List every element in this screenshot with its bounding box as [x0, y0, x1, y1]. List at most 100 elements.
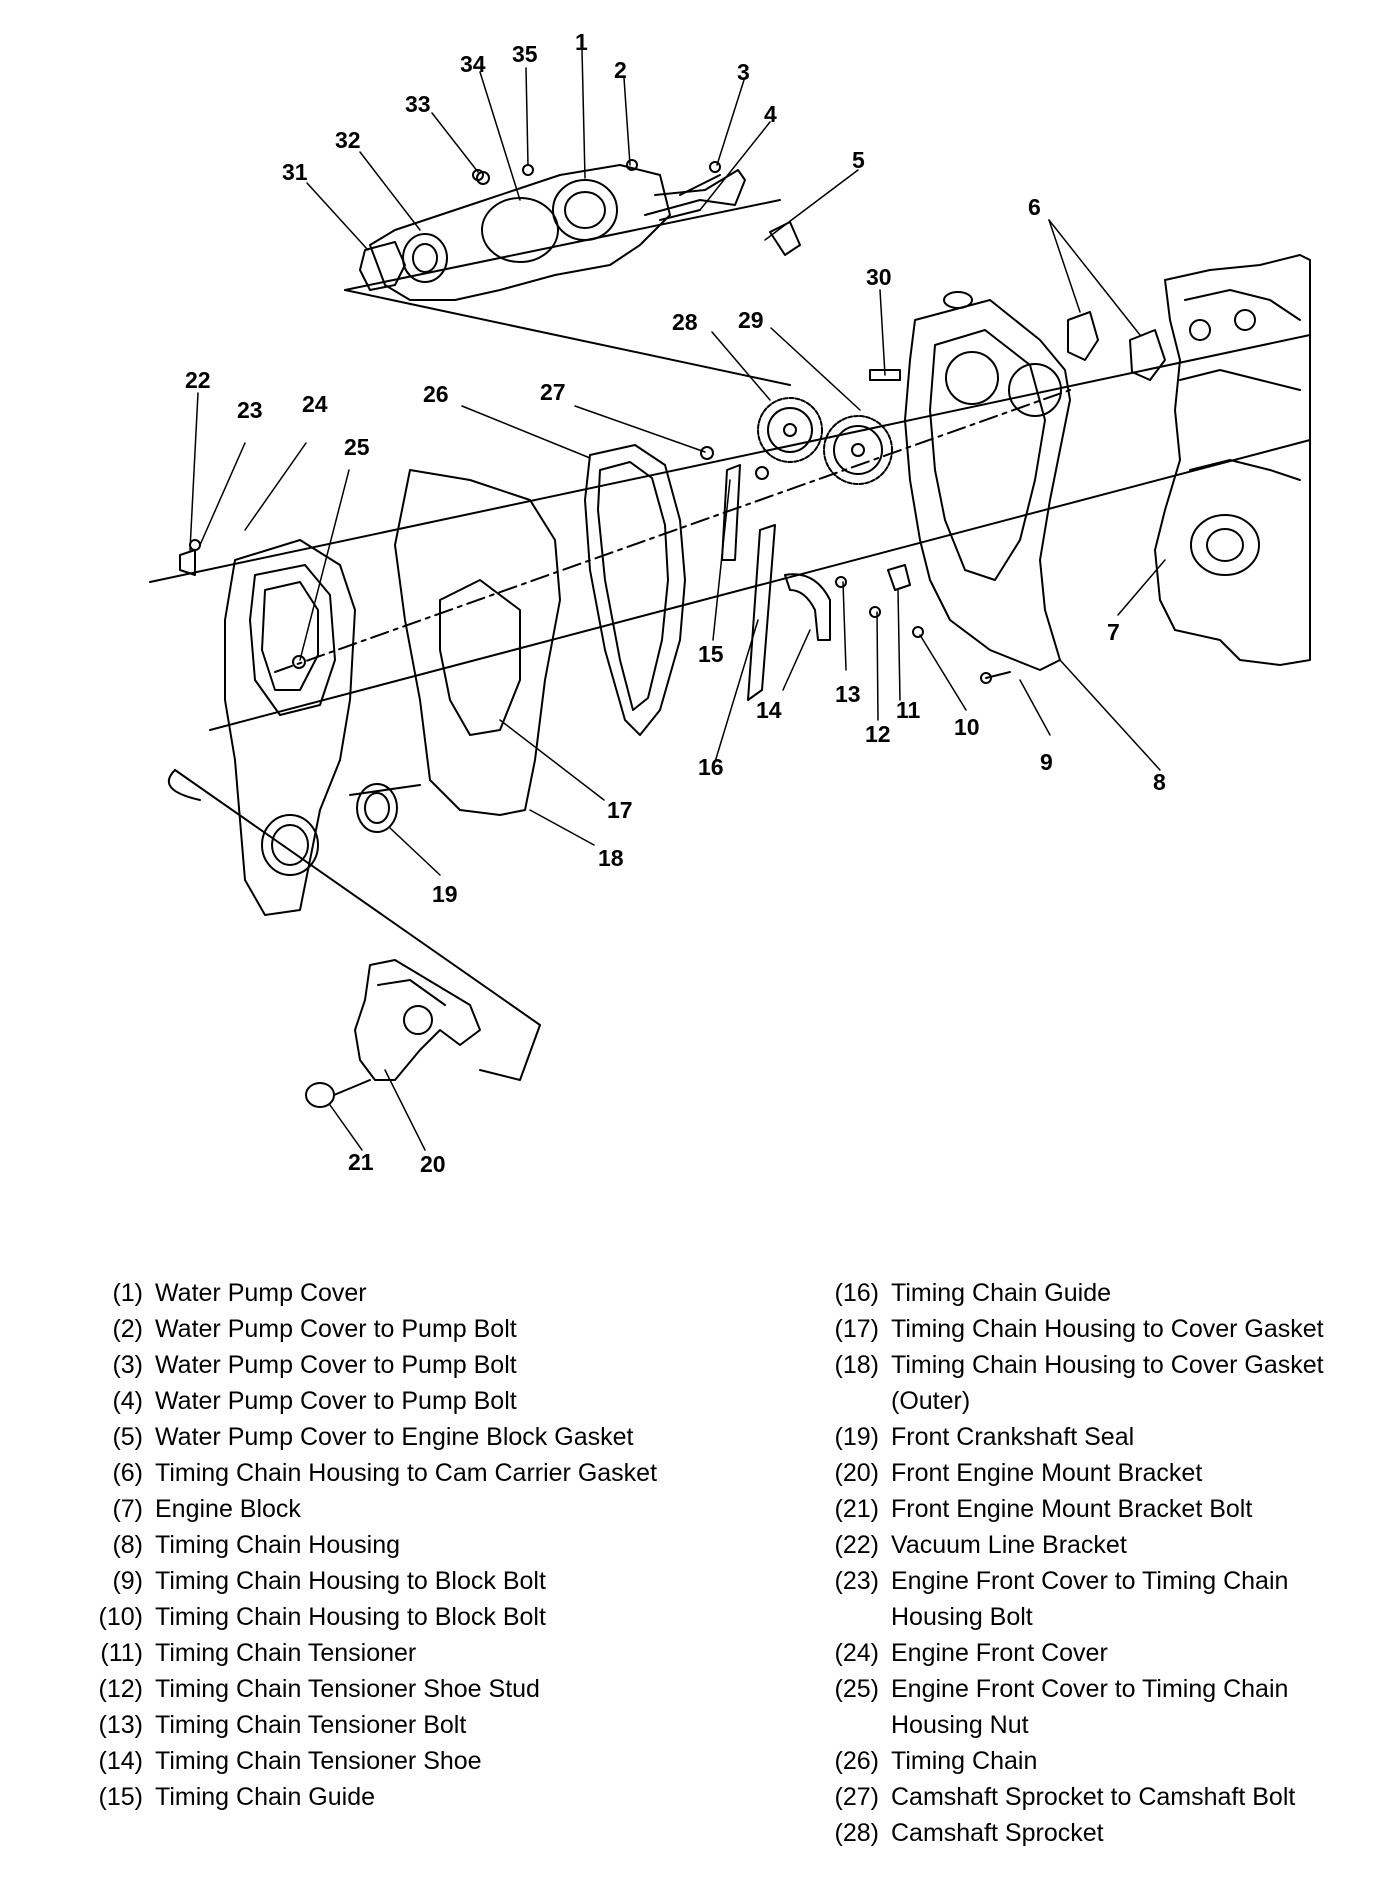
- legend-item-number: (25): [834, 1675, 879, 1703]
- legend-item-label: Front Engine Mount Bracket: [891, 1459, 1203, 1487]
- legend-item: (11) Timing Chain Tensioner: [70, 1635, 730, 1671]
- legend-item-label: Timing Chain Tensioner Bolt: [155, 1711, 467, 1739]
- legend-item-label: Engine Front Cover: [891, 1639, 1108, 1667]
- timing-chain: [584, 444, 686, 736]
- legend-item: (26) Timing Chain: [806, 1743, 1386, 1779]
- legend-item: (22) Vacuum Line Bracket: [806, 1527, 1386, 1563]
- legend-item-label: Timing Chain Housing to Cover Gasket: [891, 1315, 1324, 1343]
- legend-item-label: Timing Chain Housing to Cover Gasket (Ou…: [891, 1351, 1324, 1415]
- callout-29: 29: [738, 307, 764, 333]
- legend-item: (18) Timing Chain Housing to Cover Gasket…: [806, 1347, 1386, 1419]
- legend-item: (17)Timing Chain Housing to Cover Gasket: [806, 1311, 1386, 1347]
- callout-30: 30: [866, 264, 892, 290]
- callout-3: 3: [737, 59, 750, 85]
- legend-item-label: Water Pump Cover to Engine Block Gasket: [155, 1423, 634, 1451]
- legend-item: (20)Front Engine Mount Bracket: [806, 1455, 1386, 1491]
- legend-item-number: (15): [98, 1783, 143, 1811]
- alignment-lines: [149, 199, 1311, 1081]
- legend-item-label: Timing Chain Housing to Block Bolt: [155, 1567, 546, 1595]
- legend-item-number: (27): [834, 1783, 879, 1811]
- legend-item: (4) Water Pump Cover to Pump Bolt: [70, 1383, 730, 1419]
- callout-28: 28: [672, 309, 698, 335]
- legend-item-label: Water Pump Cover to Pump Bolt: [155, 1387, 517, 1415]
- legend-item-number: (19): [834, 1423, 879, 1451]
- legend-item-number: (10): [98, 1603, 143, 1631]
- legend-item-number: (3): [112, 1351, 143, 1379]
- callout-leaders: [189, 49, 1166, 1151]
- legend-item-label: Water Pump Cover: [155, 1279, 367, 1307]
- legend-item-number: (16): [834, 1279, 879, 1307]
- callout-7: 7: [1107, 619, 1120, 645]
- callout-21: 21: [348, 1149, 374, 1175]
- legend-item: (23)Engine Front Cover to Timing Chain H…: [806, 1563, 1386, 1635]
- legend-item-number: (12): [98, 1675, 143, 1703]
- legend-item-label: Timing Chain Tensioner Shoe: [155, 1747, 482, 1775]
- callout-15: 15: [698, 641, 724, 667]
- callout-10: 10: [954, 714, 980, 740]
- legend-item-label: Timing Chain Housing to Block Bolt: [155, 1603, 546, 1631]
- legend-item-number: (2): [112, 1315, 143, 1343]
- legend-item-number: (8): [112, 1531, 143, 1559]
- legend-item-number: (26): [834, 1747, 879, 1775]
- callout-6: 6: [1028, 194, 1041, 220]
- legend-item: (5)Water Pump Cover to Engine Block Gask…: [70, 1419, 730, 1455]
- legend-item-label: Engine Block: [155, 1495, 301, 1523]
- legend-item-label: Timing Chain: [891, 1747, 1038, 1775]
- legend-right-column: (16) Timing Chain Guide (17)Timing Chain H…: [806, 1275, 1386, 1851]
- callout-2: 2: [614, 57, 627, 83]
- legend-item-number: (23): [834, 1567, 879, 1595]
- callout-12: 12: [865, 721, 891, 747]
- legend-item: (16) Timing Chain Guide: [806, 1275, 1386, 1311]
- callout-27: 27: [540, 379, 566, 405]
- legend-item: (9)Timing Chain Housing to Block Bolt: [70, 1563, 730, 1599]
- legend-item: (8)Timing Chain Housing: [70, 1527, 730, 1563]
- front-crankshaft-seal: [356, 783, 398, 833]
- callout-4: 4: [764, 101, 777, 127]
- water-pump-cover-assembly: [369, 164, 801, 301]
- cam-carrier-gaskets: [1067, 311, 1166, 381]
- engine-front-cover: [224, 539, 356, 916]
- callout-16: 16: [698, 754, 724, 780]
- callout-17: 17: [607, 797, 633, 823]
- exploded-view-diagram: 1 2 3 4 5 6 7 8 9 10 11 12 13 14 15 16 1…: [149, 29, 1311, 1177]
- front-engine-mount-bracket: [305, 959, 481, 1108]
- legend-item-number: (1): [112, 1279, 143, 1307]
- callout-26: 26: [423, 381, 449, 407]
- callout-34: 34: [460, 51, 486, 77]
- legend-item-label: Water Pump Cover to Pump Bolt: [155, 1351, 517, 1379]
- legend-item-number: (24): [834, 1639, 879, 1667]
- legend-item-label: Engine Front Cover to Timing Chain Housi…: [891, 1675, 1289, 1739]
- legend-item: (3) Water Pump Cover to Pump Bolt: [70, 1347, 730, 1383]
- legend-item-label: Timing Chain Tensioner: [155, 1639, 417, 1667]
- legend-item: (19) Front Crankshaft Seal: [806, 1419, 1386, 1455]
- legend-item: (14)Timing Chain Tensioner Shoe: [70, 1743, 730, 1779]
- legend-item: (1) Water Pump Cover: [70, 1275, 730, 1311]
- legend-item-label: Vacuum Line Bracket: [891, 1531, 1127, 1559]
- legend-left-column: (1) Water Pump Cover (2) Water Pump Cover t…: [70, 1275, 730, 1815]
- legend-item-label: Timing Chain Guide: [891, 1279, 1112, 1307]
- housing-gaskets: [394, 469, 561, 816]
- callout-5: 5: [852, 147, 865, 173]
- callout-11: 11: [896, 697, 921, 723]
- callout-23: 23: [237, 397, 263, 423]
- callout-31: 31: [282, 159, 308, 185]
- callout-8: 8: [1153, 769, 1166, 795]
- callout-18: 18: [598, 845, 624, 871]
- callout-24: 24: [302, 391, 328, 417]
- callout-19: 19: [432, 881, 458, 907]
- legend-item-number: (28): [834, 1819, 879, 1847]
- legend-item-number: (22): [834, 1531, 879, 1559]
- legend-item-number: (11): [100, 1639, 143, 1667]
- callout-13: 13: [835, 681, 861, 707]
- legend-item-number: (4): [112, 1387, 143, 1415]
- legend-item: (21)Front Engine Mount Bracket Bolt: [806, 1491, 1386, 1527]
- water-pump-gasket: [359, 241, 406, 291]
- legend-item: (7)Engine Block: [70, 1491, 730, 1527]
- legend-item: (13)Timing Chain Tensioner Bolt: [70, 1707, 730, 1743]
- legend-item: (12)Timing Chain Tensioner Shoe Stud: [70, 1671, 730, 1707]
- legend-item: (24) Engine Front Cover: [806, 1635, 1386, 1671]
- callout-35: 35: [512, 41, 538, 67]
- legend-item-label: Front Crankshaft Seal: [891, 1423, 1135, 1451]
- callout-33: 33: [405, 91, 431, 117]
- legend-item-number: (18): [834, 1351, 879, 1379]
